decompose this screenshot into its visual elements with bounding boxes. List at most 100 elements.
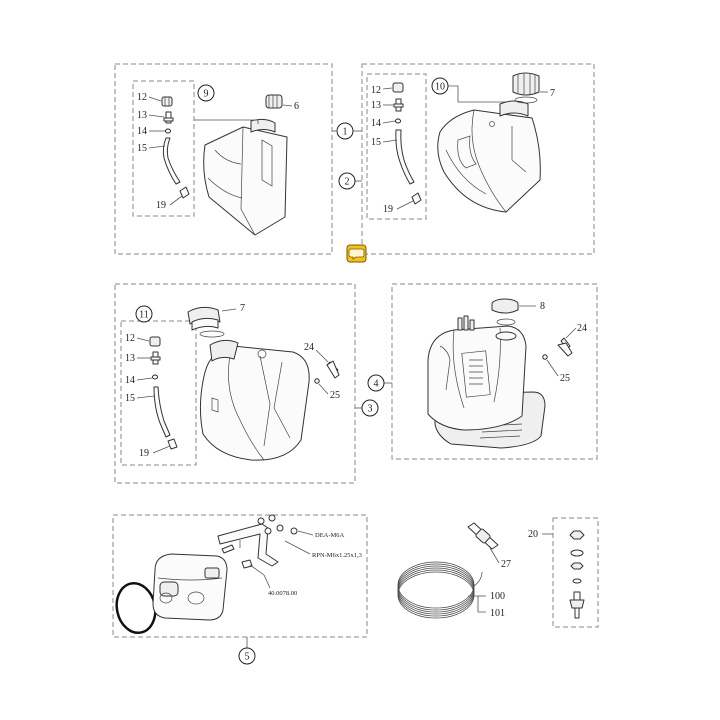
label-13: 13 <box>371 100 381 111</box>
fitting-13 <box>393 98 404 112</box>
washer-25 <box>542 354 548 360</box>
group-3: 11 12 13 14 15 19 <box>114 283 379 484</box>
label-101: 101 <box>490 608 505 619</box>
callout-11[interactable] <box>135 305 153 323</box>
fuel-cap-7 <box>512 72 540 104</box>
label-15: 15 <box>137 143 147 154</box>
group-1: 12 13 14 15 19 9 6 1 <box>114 63 362 255</box>
hose-15 <box>162 137 181 185</box>
label-19: 19 <box>383 204 393 215</box>
group-7-frame <box>552 517 599 628</box>
callout-4[interactable] <box>367 374 385 392</box>
fitting-13 <box>163 111 174 124</box>
fitting-19 <box>411 192 422 205</box>
label-15: 15 <box>371 137 381 148</box>
label-14: 14 <box>371 118 381 129</box>
mounting-bracket <box>217 523 279 567</box>
fuel-hose-coil <box>397 561 483 619</box>
oring-14 <box>152 374 158 380</box>
cap-nut-12 <box>149 336 161 347</box>
label-19: 19 <box>139 448 149 459</box>
fitting-19 <box>167 438 178 450</box>
fuel-tank-racing <box>427 315 546 449</box>
group-1-frame <box>114 63 333 255</box>
seal-ring <box>572 578 582 584</box>
label-27: 27 <box>501 559 511 570</box>
label-100: 100 <box>490 591 505 602</box>
group-2: 12 13 14 15 19 10 7 2 <box>338 63 595 263</box>
label-14: 14 <box>125 375 135 386</box>
label-part-code: 40.0078.00 <box>268 590 297 597</box>
hose-15 <box>153 386 171 438</box>
svg-text:2: 2 <box>345 177 350 188</box>
svg-text:5: 5 <box>245 652 250 663</box>
label-13: 13 <box>125 353 135 364</box>
speech-bubble-icon[interactable] <box>346 244 367 263</box>
svg-text:9: 9 <box>204 89 209 100</box>
label-24: 24 <box>577 323 587 334</box>
knob-24 <box>326 360 340 379</box>
label-rpn: RPN-M6x1.25x1,3 <box>312 552 362 559</box>
label-8: 8 <box>540 301 545 312</box>
hex-nut <box>569 530 585 540</box>
svg-text:4: 4 <box>374 379 379 390</box>
callout-5[interactable] <box>238 647 256 665</box>
knob-24 <box>557 337 573 357</box>
filter-housing <box>152 553 228 621</box>
svg-text:3: 3 <box>368 404 373 415</box>
group-5: 5 DEA-M6A RPN-M6x1.25x1,3 <box>112 514 368 665</box>
svg-text:10: 10 <box>435 82 445 93</box>
oring-large <box>115 581 157 635</box>
label-12: 12 <box>371 85 381 96</box>
label-20: 20 <box>528 529 538 540</box>
group-4: 4 8 24 <box>367 283 598 460</box>
washer <box>570 549 584 557</box>
group-4-frame <box>391 283 598 460</box>
group-1-subframe <box>132 80 195 217</box>
drain-valve <box>569 591 585 619</box>
lock-nut <box>570 562 584 570</box>
oring-14 <box>165 128 171 134</box>
label-24: 24 <box>304 342 314 353</box>
group-2-frame <box>361 63 595 255</box>
bolts <box>221 544 265 576</box>
label-25: 25 <box>560 373 570 384</box>
label-12: 12 <box>125 333 135 344</box>
label-13: 13 <box>137 110 147 121</box>
fuel-cap-8 <box>491 298 519 326</box>
label-14: 14 <box>137 126 147 137</box>
label-15: 15 <box>125 393 135 404</box>
cap-nut-12 <box>392 82 404 93</box>
fitting-13 <box>150 351 161 365</box>
oring-14 <box>395 118 401 124</box>
svg-text:1: 1 <box>343 127 348 138</box>
label-dea-m6a: DEA-M6A <box>315 532 345 539</box>
fitting-19 <box>179 186 190 199</box>
nuts <box>257 514 298 535</box>
label-19: 19 <box>156 200 166 211</box>
fuel-cap-7 <box>187 306 225 338</box>
callout-9[interactable] <box>197 84 215 102</box>
fuel-tank-medium <box>437 100 541 213</box>
label-6: 6 <box>294 101 299 112</box>
hose-15 <box>395 129 415 185</box>
group-5-frame <box>112 514 368 638</box>
label-7: 7 <box>550 88 555 99</box>
fuel-tank-large <box>199 339 310 461</box>
callout-3[interactable] <box>361 399 379 417</box>
washer-25 <box>314 378 320 384</box>
callout-2[interactable] <box>338 172 356 190</box>
group-3-subframe <box>120 320 197 466</box>
fuel-cap-6 <box>265 94 283 109</box>
cap-nut-12 <box>161 96 173 107</box>
group-2-subframe <box>366 73 427 220</box>
fuel-tank-small <box>203 118 288 236</box>
inline-fuel-filter-27 <box>467 522 499 550</box>
svg-text:11: 11 <box>139 310 149 321</box>
group-7: 20 <box>528 517 599 628</box>
group-6: 27 100 101 <box>397 522 511 619</box>
label-12: 12 <box>137 92 147 103</box>
vent-fittings <box>457 315 475 331</box>
label-7: 7 <box>240 303 245 314</box>
